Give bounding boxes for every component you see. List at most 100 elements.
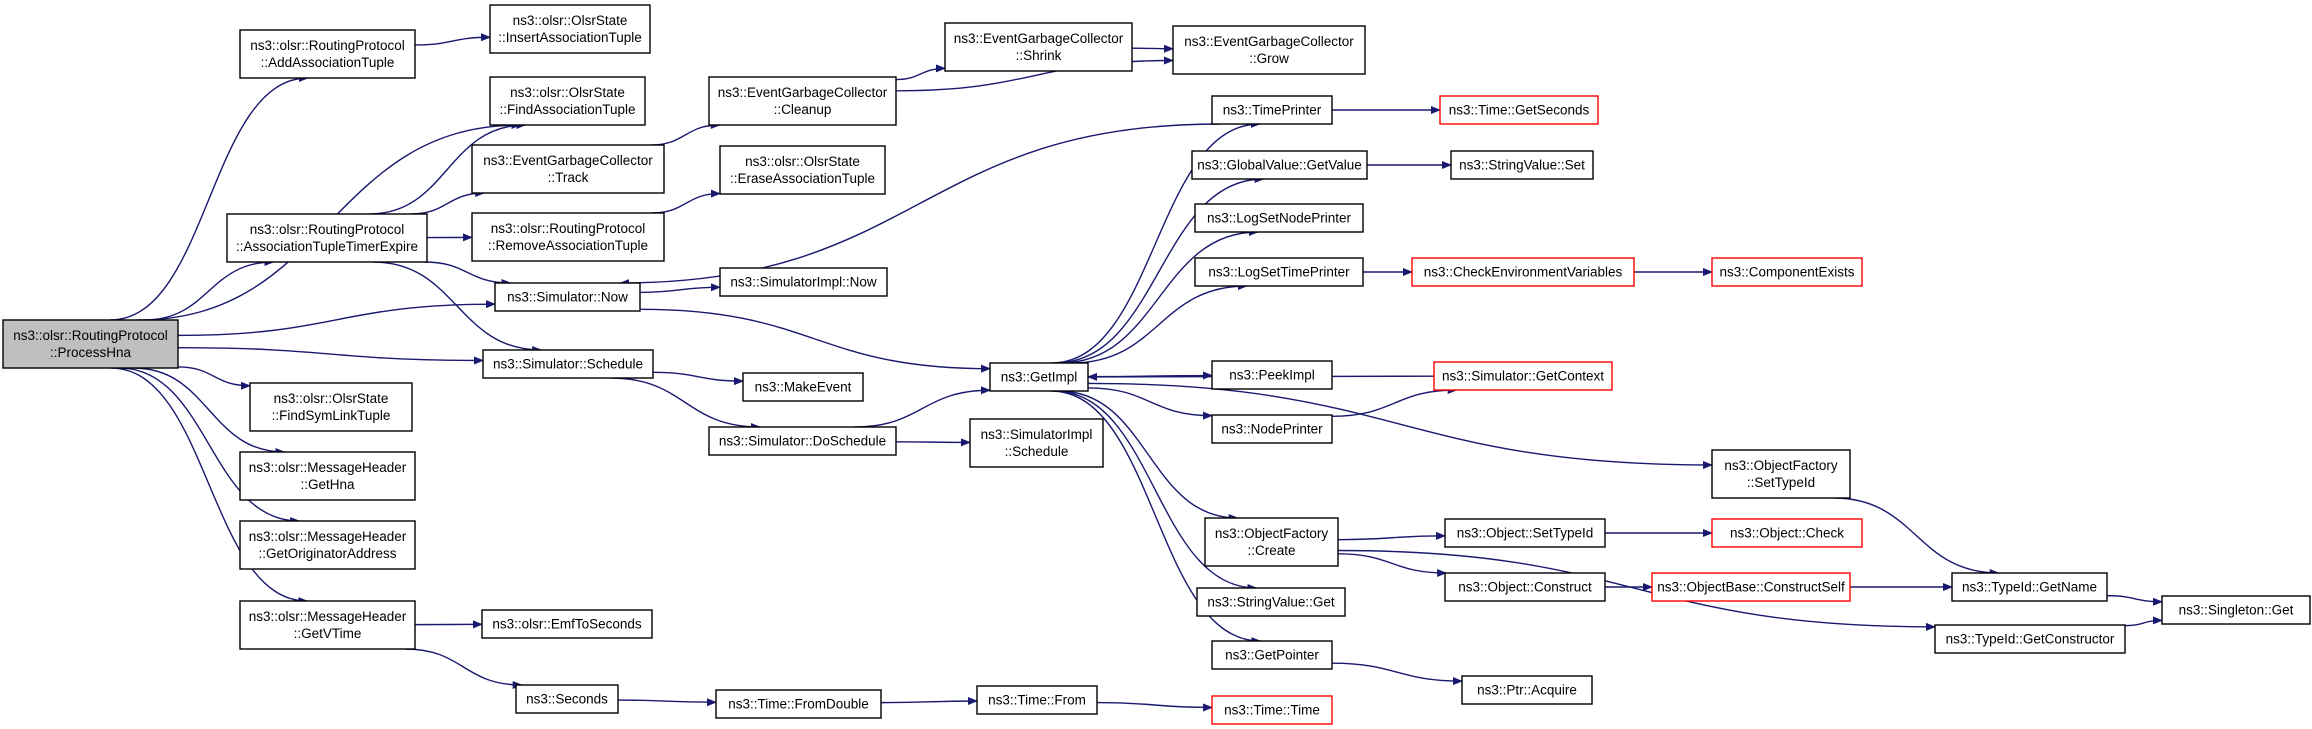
node-compexists[interactable]: ns3::ComponentExists bbox=[1711, 257, 1863, 287]
node-simimpl_now[interactable]: ns3::SimulatorImpl::Now bbox=[719, 267, 888, 297]
node-label-findassoc-1: ::FindAssociationTuple bbox=[499, 102, 635, 117]
node-label-logtimeprinter-0: ns3::LogSetTimePrinter bbox=[1208, 265, 1350, 280]
edge-of_settypeid-to-typeid_getname bbox=[1833, 497, 2000, 577]
edge-processhna-to-sim_schedule bbox=[177, 346, 484, 365]
node-box-findsymlink bbox=[249, 382, 413, 432]
node-makeevent[interactable]: ns3::MakeEvent bbox=[742, 372, 864, 402]
node-label-singleton_get-0: ns3::Singleton::Get bbox=[2179, 603, 2294, 618]
node-label-obj_construct-0: ns3::Object::Construct bbox=[1458, 580, 1592, 595]
edge-sim_schedule-to-doschedule bbox=[610, 377, 761, 431]
node-findsymlink[interactable]: ns3::olsr::OlsrState::FindSymLinkTuple bbox=[249, 382, 413, 432]
node-label-checkenv-0: ns3::CheckEnvironmentVariables bbox=[1424, 265, 1623, 280]
edge-getimpl-to-timeprinter bbox=[1051, 120, 1261, 364]
node-label-timefrom-0: ns3::Time::From bbox=[988, 693, 1086, 708]
node-fromdouble[interactable]: ns3::Time::FromDouble bbox=[715, 689, 882, 719]
edge-seconds-to-fromdouble bbox=[617, 698, 717, 707]
node-box-seconds bbox=[515, 684, 619, 714]
node-getorig[interactable]: ns3::olsr::MessageHeader::GetOriginatorA… bbox=[239, 520, 416, 570]
edge-getimpl-to-of_settypeid bbox=[1087, 382, 1713, 469]
node-box-emftosec bbox=[481, 609, 653, 639]
edge-of_create-to-obj_construct bbox=[1337, 553, 1448, 577]
node-box-timefrom bbox=[976, 685, 1098, 715]
node-sim_now[interactable]: ns3::Simulator::Now bbox=[494, 282, 641, 312]
edge-processhna-to-getorig bbox=[118, 367, 301, 525]
edge-processhna-to-findsymlink bbox=[177, 366, 251, 390]
edge-sim_now-to-getimpl bbox=[639, 308, 991, 373]
node-seconds[interactable]: ns3::Seconds bbox=[515, 684, 619, 714]
node-label-findsymlink-1: ::FindSymLinkTuple bbox=[272, 408, 391, 423]
node-box-sim_getcontext bbox=[1433, 361, 1613, 391]
node-getvtime[interactable]: ns3::olsr::MessageHeader::GetVTime bbox=[239, 600, 416, 650]
edge-rp_removeassoc-to-eraseassoc bbox=[651, 189, 721, 214]
edge-timeprinter-to-sim_now bbox=[619, 123, 1220, 287]
node-obj_settypeid[interactable]: ns3::Object::SetTypeId bbox=[1444, 518, 1606, 548]
node-findassoc[interactable]: ns3::olsr::OlsrState::FindAssociationTup… bbox=[489, 76, 646, 126]
node-sim_schedule[interactable]: ns3::Simulator::Schedule bbox=[482, 349, 654, 379]
node-gv_getvalue[interactable]: ns3::GlobalValue::GetValue bbox=[1191, 150, 1368, 180]
node-checkenv[interactable]: ns3::CheckEnvironmentVariables bbox=[1411, 257, 1635, 287]
node-typeid_getname[interactable]: ns3::TypeId::GetName bbox=[1951, 572, 2108, 602]
node-nodeprinter[interactable]: ns3::NodePrinter bbox=[1211, 414, 1333, 444]
node-timetime[interactable]: ns3::Time::Time bbox=[1211, 695, 1333, 725]
node-sv_set[interactable]: ns3::StringValue::Set bbox=[1450, 150, 1594, 180]
node-rp_removeassoc[interactable]: ns3::olsr::RoutingProtocol::RemoveAssoci… bbox=[471, 212, 665, 262]
node-of_settypeid[interactable]: ns3::ObjectFactory::SetTypeId bbox=[1711, 449, 1851, 499]
node-eraseassoc[interactable]: ns3::olsr::OlsrState::EraseAssociationTu… bbox=[719, 145, 886, 195]
node-doschedule[interactable]: ns3::Simulator::DoSchedule bbox=[708, 426, 897, 456]
node-egc_cleanup[interactable]: ns3::EventGarbageCollector::Cleanup bbox=[708, 76, 897, 126]
node-box-egc_shrink bbox=[944, 22, 1133, 72]
edge-typeid_getctor-to-singleton_get bbox=[2124, 616, 2163, 627]
node-ptr_acquire[interactable]: ns3::Ptr::Acquire bbox=[1461, 675, 1593, 705]
node-logtimeprinter[interactable]: ns3::LogSetTimePrinter bbox=[1194, 257, 1364, 287]
node-emftosec[interactable]: ns3::olsr::EmfToSeconds bbox=[481, 609, 653, 639]
node-singleton_get[interactable]: ns3::Singleton::Get bbox=[2161, 595, 2311, 625]
node-label-egc_shrink-1: ::Shrink bbox=[1016, 48, 1062, 63]
node-box-compexists bbox=[1711, 257, 1863, 287]
node-label-obj_check-0: ns3::Object::Check bbox=[1730, 526, 1844, 541]
node-getseconds[interactable]: ns3::Time::GetSeconds bbox=[1439, 95, 1599, 125]
node-insertassoc[interactable]: ns3::olsr::OlsrState::InsertAssociationT… bbox=[489, 4, 651, 54]
node-sim_getcontext[interactable]: ns3::Simulator::GetContext bbox=[1433, 361, 1613, 391]
node-label-doschedule-0: ns3::Simulator::DoSchedule bbox=[719, 434, 886, 449]
node-label-constructself-0: ns3::ObjectBase::ConstructSelf bbox=[1657, 580, 1845, 595]
node-getimpl[interactable]: ns3::GetImpl bbox=[989, 362, 1089, 392]
node-label-egc_grow-1: ::Grow bbox=[1249, 51, 1289, 66]
node-sv_get[interactable]: ns3::StringValue::Get bbox=[1196, 587, 1346, 617]
node-obj_construct[interactable]: ns3::Object::Construct bbox=[1444, 572, 1606, 602]
node-obj_check[interactable]: ns3::Object::Check bbox=[1711, 518, 1863, 548]
node-box-typeid_getctor bbox=[1934, 624, 2126, 654]
node-typeid_getctor[interactable]: ns3::TypeId::GetConstructor bbox=[1934, 624, 2126, 654]
node-simimpl_schedule[interactable]: ns3::SimulatorImpl::Schedule bbox=[969, 418, 1104, 468]
nodes-layer: ns3::olsr::RoutingProtocol::ProcessHnans… bbox=[2, 4, 2311, 725]
node-label-timetime-0: ns3::Time::Time bbox=[1224, 703, 1320, 718]
node-gethna[interactable]: ns3::olsr::MessageHeader::GetHna bbox=[239, 451, 416, 501]
node-peekimpl[interactable]: ns3::PeekImpl bbox=[1211, 360, 1333, 390]
node-box-constructself bbox=[1651, 572, 1851, 602]
edge-assoctimer-to-findassoc bbox=[369, 121, 527, 215]
node-processhna[interactable]: ns3::olsr::RoutingProtocol::ProcessHna bbox=[2, 319, 179, 369]
node-egc_shrink[interactable]: ns3::EventGarbageCollector::Shrink bbox=[944, 22, 1133, 72]
node-box-fromdouble bbox=[715, 689, 882, 719]
node-box-getimpl bbox=[989, 362, 1089, 392]
node-of_create[interactable]: ns3::ObjectFactory::Create bbox=[1204, 517, 1339, 567]
node-lognodeprinter[interactable]: ns3::LogSetNodePrinter bbox=[1194, 203, 1364, 233]
node-assoctimer[interactable]: ns3::olsr::RoutingProtocol::AssociationT… bbox=[226, 213, 428, 263]
node-egc_track[interactable]: ns3::EventGarbageCollector::Track bbox=[471, 144, 665, 194]
node-egc_grow[interactable]: ns3::EventGarbageCollector::Grow bbox=[1172, 25, 1366, 75]
node-label-sv_get-0: ns3::StringValue::Get bbox=[1207, 595, 1335, 610]
node-box-logtimeprinter bbox=[1194, 257, 1364, 287]
node-constructself[interactable]: ns3::ObjectBase::ConstructSelf bbox=[1651, 572, 1851, 602]
edge-processhna-to-getvtime bbox=[110, 367, 309, 605]
node-timefrom[interactable]: ns3::Time::From bbox=[976, 685, 1098, 715]
node-label-gethna-1: ::GetHna bbox=[300, 477, 355, 492]
node-addassoc[interactable]: ns3::olsr::RoutingProtocol::AddAssociati… bbox=[239, 29, 416, 79]
node-label-of_settypeid-1: ::SetTypeId bbox=[1747, 475, 1815, 490]
edge-of_create-to-typeid_getctor bbox=[1337, 549, 1936, 631]
node-timeprinter[interactable]: ns3::TimePrinter bbox=[1211, 95, 1333, 125]
node-getpointer[interactable]: ns3::GetPointer bbox=[1211, 640, 1333, 670]
node-label-getorig-1: ::GetOriginatorAddress bbox=[258, 546, 396, 561]
node-box-lognodeprinter bbox=[1194, 203, 1364, 233]
edge-of_create-to-obj_settypeid bbox=[1337, 531, 1446, 541]
node-label-gethna-0: ns3::olsr::MessageHeader bbox=[249, 460, 407, 475]
